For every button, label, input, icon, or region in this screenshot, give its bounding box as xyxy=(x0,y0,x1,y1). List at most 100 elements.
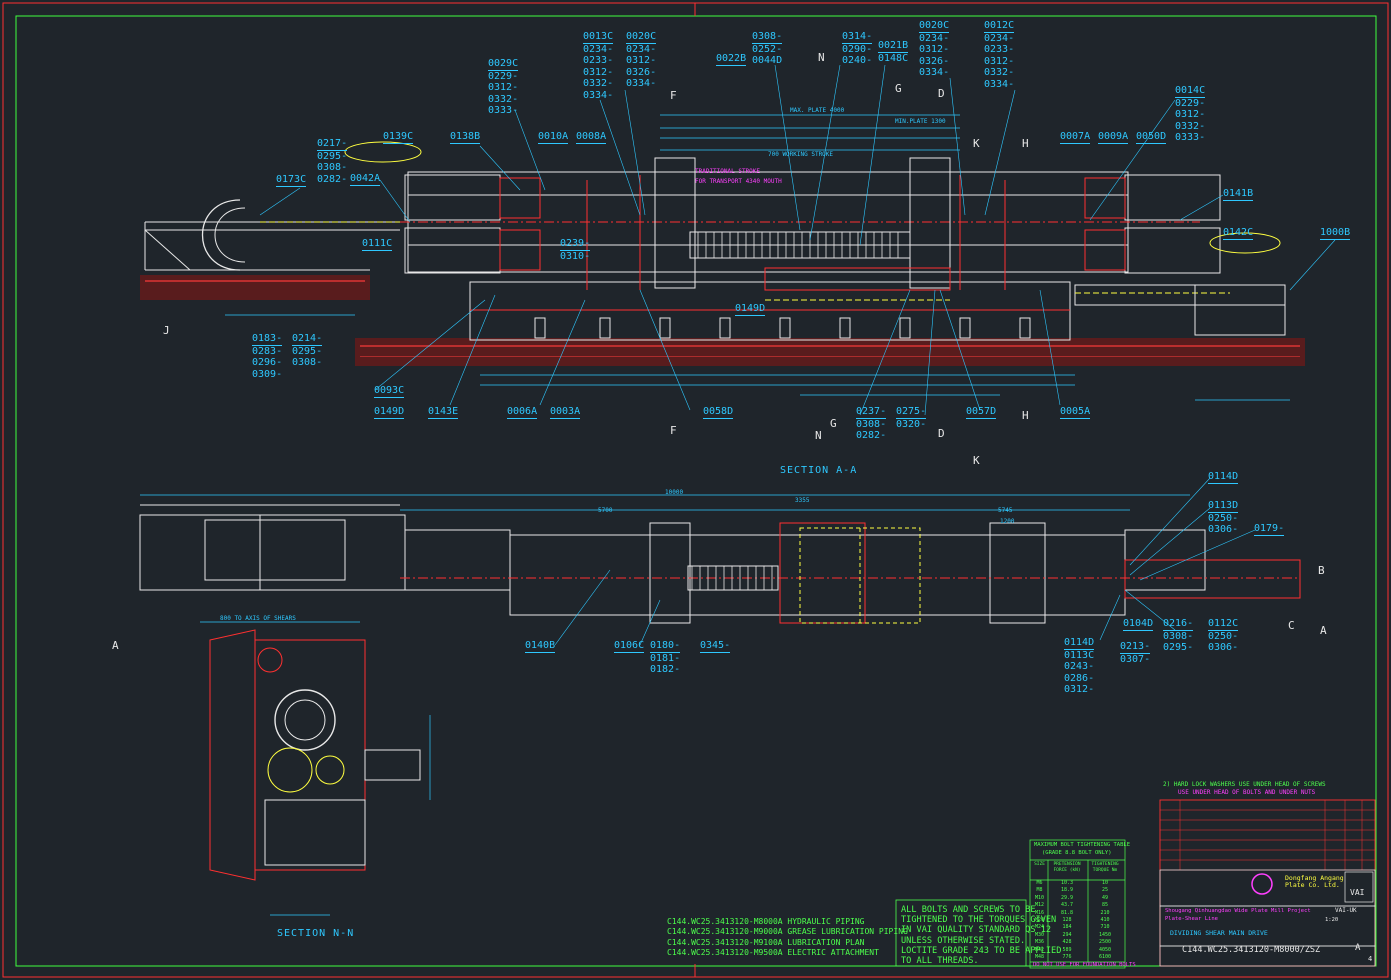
torque-table-cell: 49 xyxy=(1101,894,1109,901)
dim-overall: 10000 xyxy=(665,489,684,496)
torque-table-cell: 410 xyxy=(1100,917,1110,924)
callout-line: 0282- xyxy=(317,173,348,185)
reference-line: C144.WC25.3413120-M9100A LUBRICATION PLA… xyxy=(667,937,865,947)
callout-line: 0320- xyxy=(896,418,927,430)
torque-table-header: PRETENSION FORCE (kN) xyxy=(1053,862,1081,873)
bolt-note-line: IN VAI QUALITY STANDARD QS 12 xyxy=(901,925,1052,936)
callout-line: 0093C xyxy=(374,385,405,398)
view-marker-h-top: H xyxy=(1022,137,1029,150)
torque-table-header: SIZE xyxy=(1034,862,1045,867)
torque-table-cell: 428 xyxy=(1062,939,1072,946)
customer-label: VAI-UK xyxy=(1335,907,1357,914)
callout-line: 0149D xyxy=(735,303,766,316)
sheet-label: A xyxy=(1355,943,1361,953)
callout-line: 0113C xyxy=(1064,649,1095,661)
callout-c24: 0111C xyxy=(362,238,393,251)
callout-line: 0007A xyxy=(1060,131,1091,144)
drawing-number: C144.WC25.3413120-M8000/ZSZ xyxy=(1182,945,1321,955)
callout-line: 0229- xyxy=(1175,97,1206,109)
callout-line: 0312- xyxy=(583,66,614,78)
callout-line: 0020C xyxy=(626,31,657,44)
inner-frame xyxy=(15,15,1377,967)
callout-line: 0306- xyxy=(1208,642,1239,653)
torque-table-cell: 1450 xyxy=(1098,931,1112,938)
callout-line: 0181- xyxy=(650,652,681,664)
callout-line: 0013C xyxy=(583,31,614,44)
company-name: Dongfang Angang Plate Co. Ltd. xyxy=(1285,874,1344,889)
torque-table-cell: 184 xyxy=(1062,924,1072,931)
section-nn-title: SECTION N-N xyxy=(277,928,355,939)
callout-line: 0252- xyxy=(752,43,783,55)
torque-table-footer: DO NOT USE FOR FOUNDATION BOLTS xyxy=(1033,962,1136,968)
callout-line: 0141B xyxy=(1223,188,1254,201)
callout-line: 0021B xyxy=(878,40,909,53)
view-marker-g-top: G xyxy=(895,82,902,95)
callout-c34: 0058D xyxy=(703,406,734,419)
notice-text: 2) HARD LOCK WASHERS USE UNDER HEAD OF S… xyxy=(1163,781,1326,788)
callout-line: 0295- xyxy=(317,150,348,162)
callout-c43: 0106C xyxy=(614,640,645,653)
callout-c50: 0213-0307- xyxy=(1120,641,1151,665)
callout-line: 0282- xyxy=(856,430,887,441)
view-marker-j: J xyxy=(163,324,170,337)
bolt-note-line: TO ALL THREADS. xyxy=(901,956,979,967)
torque-table-cell: M16 xyxy=(1034,909,1045,916)
callout-line: 0308- xyxy=(752,31,783,44)
torque-table-cell: M42 xyxy=(1034,946,1045,953)
callout-line: 0326- xyxy=(919,55,950,67)
callout-line: 0312- xyxy=(1064,684,1095,695)
callout-line: 0143E xyxy=(428,406,459,419)
title-block-frame xyxy=(1159,799,1376,967)
torque-table-cell: 210 xyxy=(1100,909,1110,916)
callout-line: 0213- xyxy=(1120,641,1151,654)
callout-line: 0345- xyxy=(700,640,731,653)
view-marker-k-bot: K xyxy=(973,454,980,467)
callout-c36: 0275-0320- xyxy=(896,406,927,430)
callout-line: 0104D xyxy=(1123,618,1154,631)
reference-line: C144.WC25.3413120-M9000A GREASE LUBRICAT… xyxy=(667,927,908,937)
callout-line: 0332- xyxy=(984,67,1015,78)
callout-c26: 0183-0283-0296-0309- xyxy=(252,333,283,380)
reference-line: C144.WC25.3413120-M9500A ELECTRIC ATTACH… xyxy=(667,948,879,958)
view-marker-n-bot: N xyxy=(815,429,822,442)
bolt-note-line: UNLESS OTHERWISE STATED. xyxy=(901,935,1026,946)
torque-table-cell: M6 xyxy=(1036,880,1043,886)
torque-table-cell: M48 xyxy=(1034,954,1045,961)
callout-line: 0173C xyxy=(276,174,307,187)
torque-table-cell: 294 xyxy=(1062,931,1072,938)
bolt-note-frame xyxy=(895,899,1027,967)
view-marker-h-bot: H xyxy=(1022,409,1029,422)
section-nn-view xyxy=(200,621,431,916)
callout-line: 0312- xyxy=(919,44,950,55)
bolt-note-line: TIGHTENED TO THE TORQUES GIVEN xyxy=(901,915,1057,926)
callout-line: 0310- xyxy=(560,250,591,262)
callout-c29: 0093C xyxy=(374,385,405,398)
callout-line: 0112C xyxy=(1208,618,1239,631)
callout-c28: 0149D xyxy=(735,303,766,316)
drawing-title: DIVIDING SHEAR MAIN DRIVE xyxy=(1170,929,1268,937)
callout-line: 0214- xyxy=(292,333,323,346)
torque-table-cell: 2500 xyxy=(1098,939,1112,946)
callout-line: 0332- xyxy=(488,93,519,105)
callout-line: 1000B xyxy=(1320,227,1351,240)
view-marker-a-left: A xyxy=(112,639,119,652)
view-marker-f-bot: F xyxy=(670,424,677,437)
bolt-note-line: ALL BOLTS AND SCREWS TO BE xyxy=(901,905,1036,915)
callout-line: 0243- xyxy=(1064,661,1095,672)
callout-line: 0179- xyxy=(1254,523,1285,536)
callout-line: 0050D xyxy=(1136,131,1167,144)
callout-line: 0217- xyxy=(317,138,348,151)
callout-line: 0275- xyxy=(896,406,927,419)
torque-table-cell: M8 xyxy=(1036,887,1043,894)
callout-line: 0332- xyxy=(1175,120,1206,132)
callout-line: 0182- xyxy=(650,664,681,675)
callout-line: 0333- xyxy=(488,105,519,116)
scale-label: 1:20 xyxy=(1325,917,1339,923)
dim-axis-of-shears: 800 TO AXIS OF SHEARS xyxy=(220,615,296,622)
